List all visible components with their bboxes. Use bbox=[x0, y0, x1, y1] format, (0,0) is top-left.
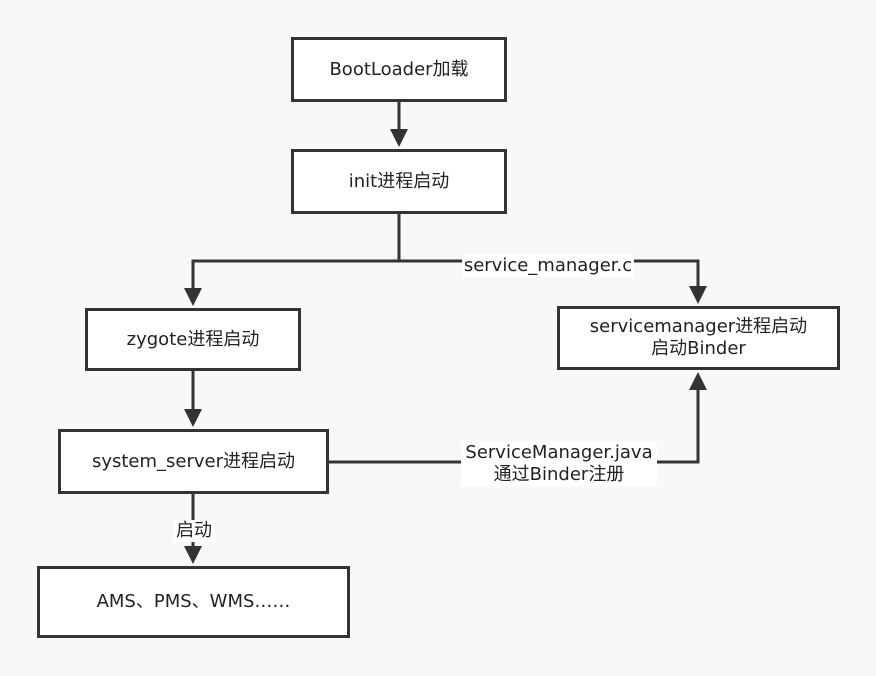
edge-label-servicemanager-java: ServiceManager.java 通过Binder注册 bbox=[461, 442, 657, 486]
node-init: init进程启动 bbox=[291, 149, 507, 214]
edge-label-start: 启动 bbox=[173, 520, 215, 542]
node-system-server-label: system_server进程启动 bbox=[91, 450, 296, 472]
edge-init-to-zygote bbox=[184, 214, 401, 306]
node-services-label: AMS、PMS、WMS…… bbox=[96, 591, 291, 612]
node-servicemanager: servicemanager进程启动 启动Binder bbox=[557, 306, 840, 370]
node-services: AMS、PMS、WMS…… bbox=[37, 566, 350, 638]
edge-label-service-manager-c: service_manager.c bbox=[462, 255, 634, 277]
node-zygote: zygote进程启动 bbox=[85, 308, 301, 371]
node-init-label: init进程启动 bbox=[348, 170, 450, 192]
edge-system-server-to-servicemanager bbox=[329, 372, 707, 464]
node-servicemanager-label: servicemanager进程启动 启动Binder bbox=[589, 316, 808, 359]
node-zygote-label: zygote进程启动 bbox=[126, 328, 260, 350]
node-bootloader-label: BootLoader加载 bbox=[329, 58, 469, 80]
node-system-server: system_server进程启动 bbox=[58, 429, 329, 494]
node-bootloader: BootLoader加载 bbox=[291, 37, 507, 102]
